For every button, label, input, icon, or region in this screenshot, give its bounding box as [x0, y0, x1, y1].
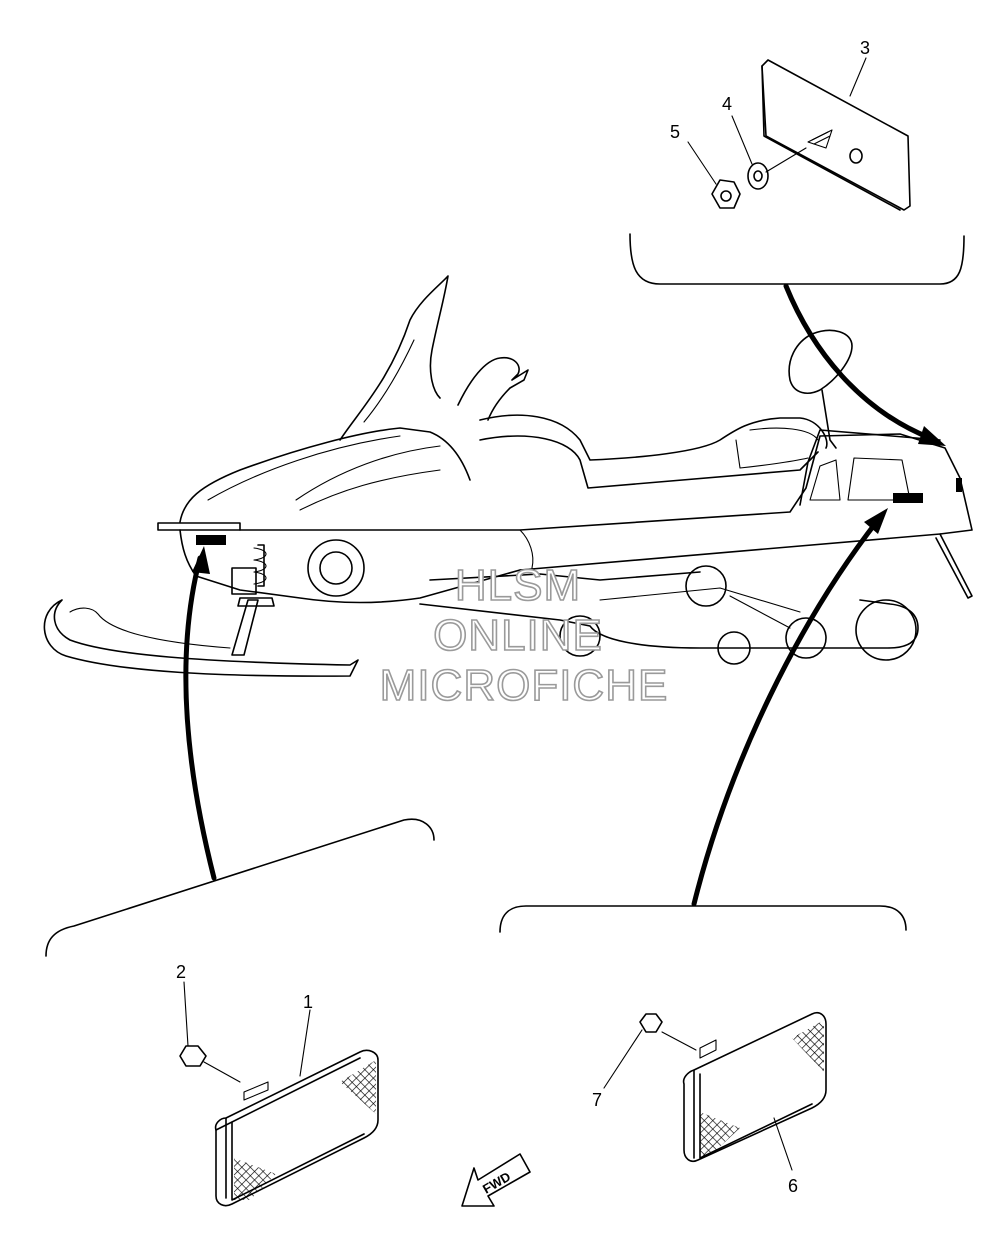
- seat: [479, 414, 828, 461]
- side-reflector-assembly: [639, 1011, 827, 1163]
- callout-2: 2: [176, 962, 186, 982]
- ski: [43, 599, 359, 677]
- license-plate-assembly: [711, 59, 911, 211]
- washer: [747, 162, 769, 190]
- bogie-wheel: [785, 617, 827, 659]
- callout-frame-front: [45, 818, 435, 957]
- hood: [179, 529, 521, 604]
- watermark: HLSM ONLINE MICROFICHE: [379, 560, 669, 711]
- taillight-marker: [956, 478, 962, 492]
- handlebar: [457, 356, 529, 421]
- nut: [639, 1013, 663, 1033]
- watermark-line-2: ONLINE: [433, 611, 603, 660]
- callout-1: 1: [303, 992, 313, 1012]
- callout-labels: 3 4 5 2 1 7 6: [176, 38, 870, 1196]
- reflector-front: [214, 1049, 379, 1207]
- front-bumper: [157, 522, 241, 531]
- bogie-wheel: [717, 631, 751, 665]
- rear-idler-wheel: [855, 599, 917, 661]
- license-plate: [761, 59, 911, 211]
- front-bogie-wheel: [307, 539, 365, 597]
- nut: [179, 1045, 207, 1067]
- callout-frames: [45, 233, 965, 957]
- bogie-wheel: [685, 565, 727, 607]
- track: [419, 599, 919, 649]
- side-reflector-marker: [893, 493, 923, 503]
- ski-spindle: [231, 599, 259, 656]
- forward-arrow-icon: FWD: [461, 1153, 531, 1207]
- callout-frame-rear: [629, 233, 965, 285]
- snow-flap: [935, 533, 973, 599]
- reflector-side: [682, 1011, 827, 1163]
- rear-rack: [799, 429, 941, 506]
- callout-6: 6: [788, 1176, 798, 1196]
- leader-arrows: [183, 283, 946, 907]
- callout-4: 4: [722, 94, 732, 114]
- backrest: [788, 329, 853, 394]
- callout-7: 7: [592, 1090, 602, 1110]
- callout-3: 3: [860, 38, 870, 58]
- body-side: [239, 433, 973, 571]
- bogie-wheel: [559, 615, 601, 657]
- windshield: [339, 275, 449, 441]
- front-reflector-marker: [196, 535, 226, 545]
- callout-frame-side: [499, 905, 907, 933]
- front-reflector-assembly: [179, 1045, 379, 1207]
- watermark-line-1: HLSM: [455, 561, 581, 610]
- flange-nut: [711, 179, 741, 209]
- callout-5: 5: [670, 122, 680, 142]
- fwd-label: FWD: [480, 1169, 513, 1197]
- watermark-line-3: MICROFICHE: [380, 661, 669, 710]
- snowmobile-illustration: [43, 275, 973, 677]
